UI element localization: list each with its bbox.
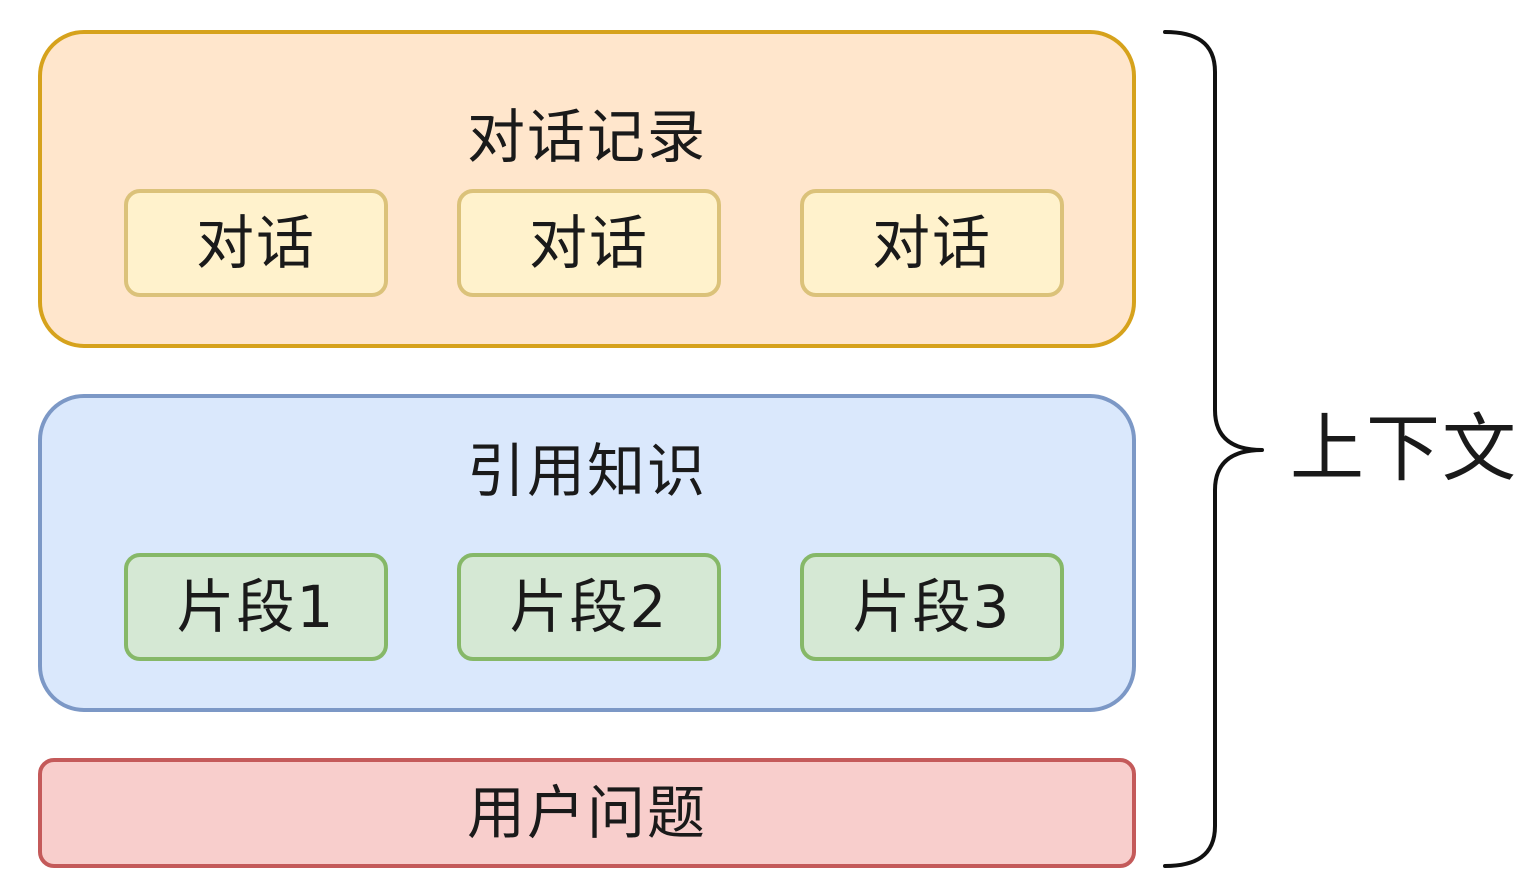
user-question-box: 用户问题 [38,758,1136,868]
knowledge-fragment-1: 片段1 [124,553,388,661]
conversation-item: 对话 [457,189,721,297]
knowledge-fragment-2: 片段2 [457,553,721,661]
referenced-knowledge-group: 引用知识 片段1 片段2 片段3 [38,394,1136,712]
conversation-history-group: 对话记录 对话 对话 对话 [38,30,1136,348]
conversation-history-title: 对话记录 [466,103,707,171]
context-label: 上下文 [1290,406,1518,492]
knowledge-fragment-3: 片段3 [800,553,1064,661]
referenced-knowledge-title: 引用知识 [466,437,707,505]
conversation-item: 对话 [800,189,1064,297]
conversation-item: 对话 [124,189,388,297]
